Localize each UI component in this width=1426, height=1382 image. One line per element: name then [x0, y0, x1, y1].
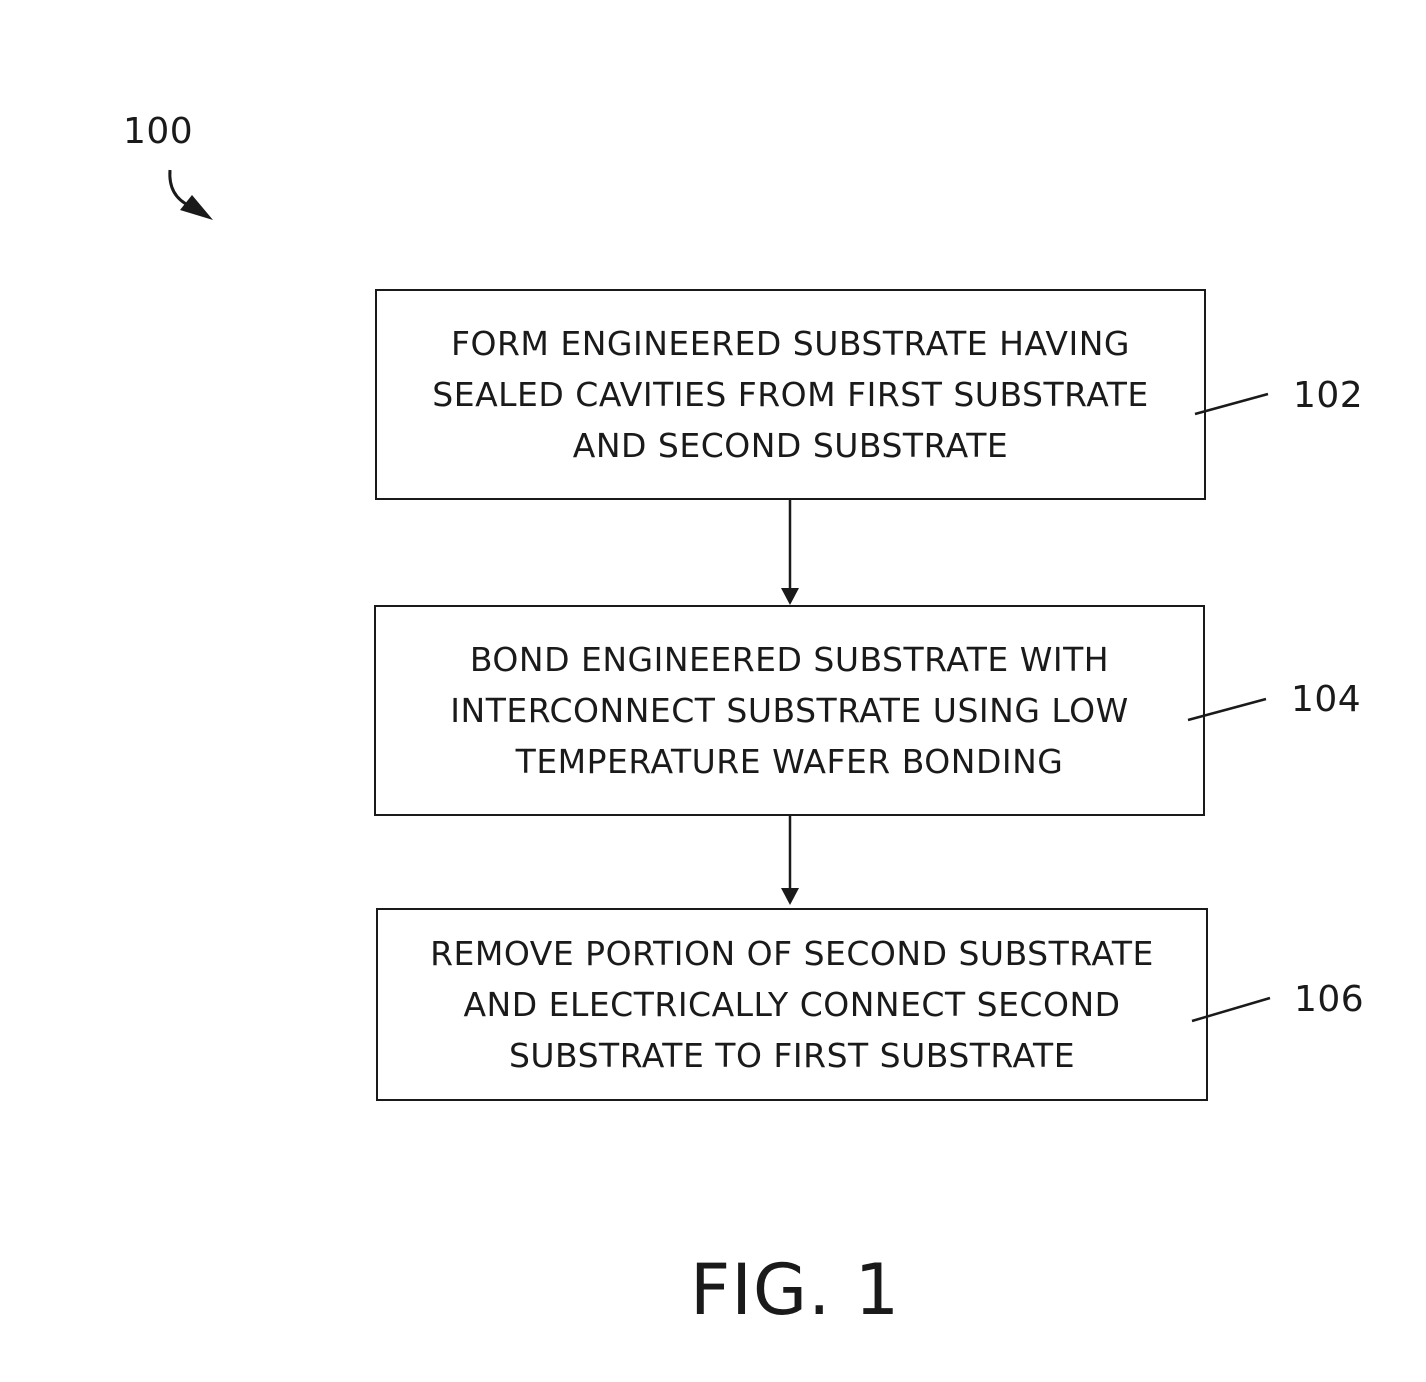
- step-104-line-2: INTERCONNECT SUBSTRATE USING LOW: [450, 685, 1128, 736]
- flow-arrowhead-106: [781, 888, 799, 905]
- step-102-line-1: FORM ENGINEERED SUBSTRATE HAVING: [451, 318, 1130, 369]
- step-106-line-1: REMOVE PORTION OF SECOND SUBSTRATE: [430, 928, 1154, 979]
- step-box-106: REMOVE PORTION OF SECOND SUBSTRATE AND E…: [376, 908, 1208, 1101]
- ref-label-104: 104: [1291, 680, 1361, 720]
- step-102-line-3: AND SECOND SUBSTRATE: [573, 420, 1008, 471]
- ref-100-arrowhead: [180, 195, 213, 220]
- step-104-line-1: BOND ENGINEERED SUBSTRATE WITH: [470, 634, 1109, 685]
- ref-label-102: 102: [1293, 376, 1363, 416]
- step-104-line-3: TEMPERATURE WAFER BONDING: [516, 736, 1064, 787]
- flow-arrowhead-104: [781, 588, 799, 605]
- ref-100-curved-arrow: [170, 170, 190, 206]
- figure-caption: FIG. 1: [690, 1248, 900, 1332]
- ref-label-100: 100: [123, 112, 193, 152]
- ref-label-106: 106: [1294, 980, 1364, 1020]
- step-106-line-3: SUBSTRATE TO FIRST SUBSTRATE: [509, 1030, 1075, 1081]
- step-102-line-2: SEALED CAVITIES FROM FIRST SUBSTRATE: [432, 369, 1148, 420]
- step-text-102: FORM ENGINEERED SUBSTRATE HAVING SEALED …: [432, 318, 1148, 471]
- step-text-104: BOND ENGINEERED SUBSTRATE WITH INTERCONN…: [450, 634, 1128, 787]
- step-106-line-2: AND ELECTRICALLY CONNECT SECOND: [463, 979, 1120, 1030]
- step-text-106: REMOVE PORTION OF SECOND SUBSTRATE AND E…: [430, 928, 1154, 1081]
- step-box-102: FORM ENGINEERED SUBSTRATE HAVING SEALED …: [375, 289, 1206, 500]
- step-box-104: BOND ENGINEERED SUBSTRATE WITH INTERCONN…: [374, 605, 1205, 816]
